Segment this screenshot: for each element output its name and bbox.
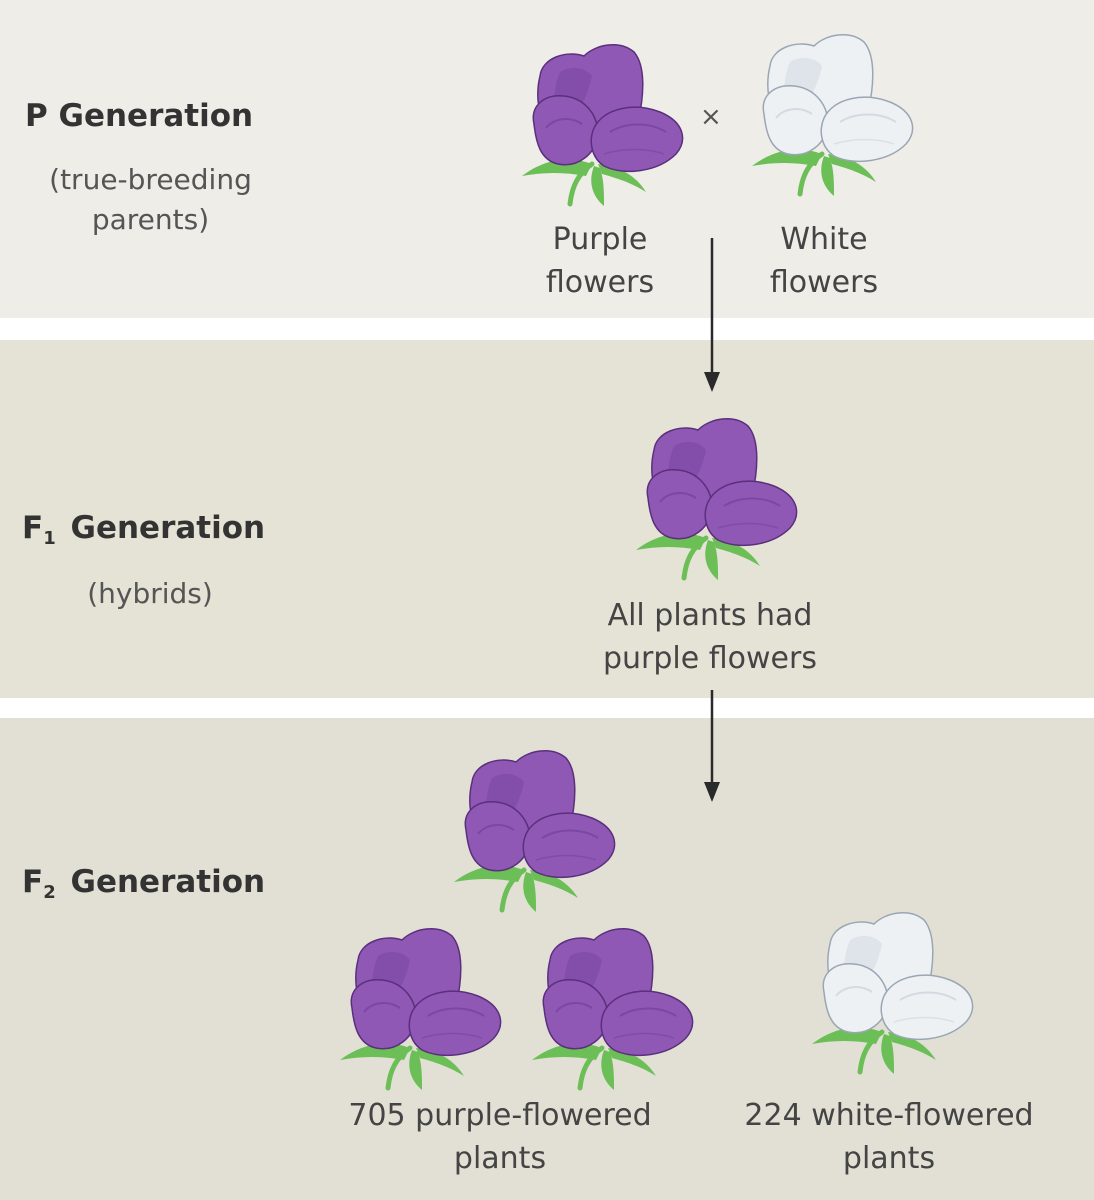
purple-flowers-label: Purple flowers bbox=[500, 218, 700, 304]
purple-label-line2: flowers bbox=[545, 265, 655, 300]
f2-white-caption: 224 white-flowered plants bbox=[712, 1094, 1066, 1180]
purple-flower-icon bbox=[340, 928, 502, 1091]
white-flower-icon bbox=[752, 34, 914, 197]
purple-flower-icon bbox=[532, 928, 694, 1091]
white-flower-icon bbox=[812, 912, 974, 1075]
arrow-down-icon bbox=[704, 238, 720, 392]
purple-flower-icon bbox=[636, 418, 798, 581]
white-label-line1: White bbox=[780, 222, 868, 257]
arrow-down-icon bbox=[704, 690, 720, 802]
f2-title-suffix: Generation bbox=[70, 864, 266, 900]
purple-flower-icon bbox=[454, 750, 616, 913]
f2-purple-caption-line1: 705 purple-flowered bbox=[348, 1098, 652, 1133]
f1-generation-subtitle: (hybrids) bbox=[87, 577, 213, 610]
f2-white-caption-line2: plants bbox=[842, 1141, 936, 1176]
f2-title-prefix: F bbox=[22, 864, 44, 900]
f1-generation-title: F1 Generation bbox=[22, 510, 265, 549]
f1-generation-band bbox=[0, 340, 1094, 698]
f1-title-suffix: Generation bbox=[70, 510, 266, 546]
f2-purple-caption-line2: plants bbox=[453, 1141, 547, 1176]
f1-title-prefix: F bbox=[22, 510, 44, 546]
f1-caption-line1: All plants had bbox=[607, 598, 813, 633]
f2-purple-caption: 705 purple-flowered plants bbox=[320, 1094, 680, 1180]
purple-flower-icon bbox=[522, 44, 684, 207]
cross-symbol: × bbox=[700, 102, 722, 132]
p-subtitle-line1: (true-breeding bbox=[49, 163, 252, 196]
f1-title-subscript: 1 bbox=[43, 528, 56, 549]
f2-title-subscript: 2 bbox=[43, 882, 56, 903]
purple-label-line1: Purple bbox=[552, 222, 648, 257]
f2-white-caption-line1: 224 white-flowered bbox=[744, 1098, 1034, 1133]
f1-caption: All plants had purple flowers bbox=[560, 594, 860, 680]
white-label-line2: flowers bbox=[769, 265, 879, 300]
f1-caption-line2: purple flowers bbox=[603, 641, 817, 676]
white-flowers-label: White flowers bbox=[724, 218, 924, 304]
p-generation-subtitle: (true-breeding parents) bbox=[28, 160, 273, 240]
p-generation-title: P Generation bbox=[25, 98, 254, 134]
f2-generation-title: F2 Generation bbox=[22, 864, 265, 903]
p-subtitle-line2: parents) bbox=[91, 203, 210, 236]
